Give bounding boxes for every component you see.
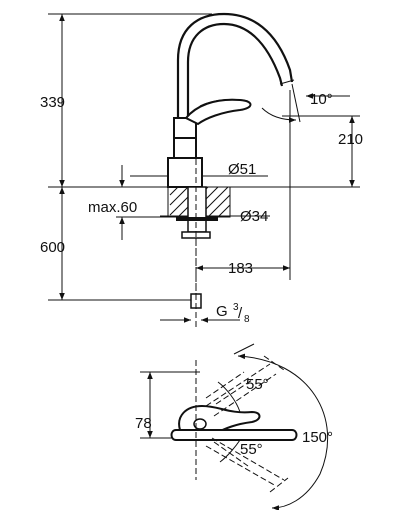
swivel-label: 150° [302, 429, 333, 446]
faucet-body [167, 117, 203, 188]
spout-height-label: 210 [338, 131, 363, 148]
side-view: 339 600 210 [40, 12, 363, 330]
angle-top-label: 10° [310, 91, 333, 108]
connection-slash: / [238, 305, 243, 322]
lever-handle [184, 98, 252, 126]
max-thickness-label: max.60 [88, 199, 137, 216]
top-view: 78 150° 55° 55° [135, 343, 333, 510]
spout-outer [176, 12, 294, 118]
hole-diameter-label: Ø51 [228, 161, 256, 178]
spout-inner [186, 22, 284, 118]
angle-lower-label: 55° [240, 441, 263, 458]
depth-label: 78 [135, 415, 152, 432]
spout-aerator [279, 79, 295, 85]
thread-diameter-label: Ø34 [240, 208, 268, 225]
connection-numerator: 3 [233, 302, 239, 313]
angle-ray [291, 83, 301, 123]
lever-top-line [199, 98, 249, 107]
top-spout [170, 429, 298, 441]
reach-label: 183 [228, 260, 253, 277]
swivel-arc [237, 353, 329, 510]
spout-upper-position [205, 355, 285, 417]
angle-upper-label: 55° [246, 376, 269, 393]
connection-denominator: 8 [244, 314, 250, 325]
connection-label: G [216, 303, 228, 320]
height-total-label: 339 [40, 94, 65, 111]
height-below-label: 600 [40, 239, 65, 256]
